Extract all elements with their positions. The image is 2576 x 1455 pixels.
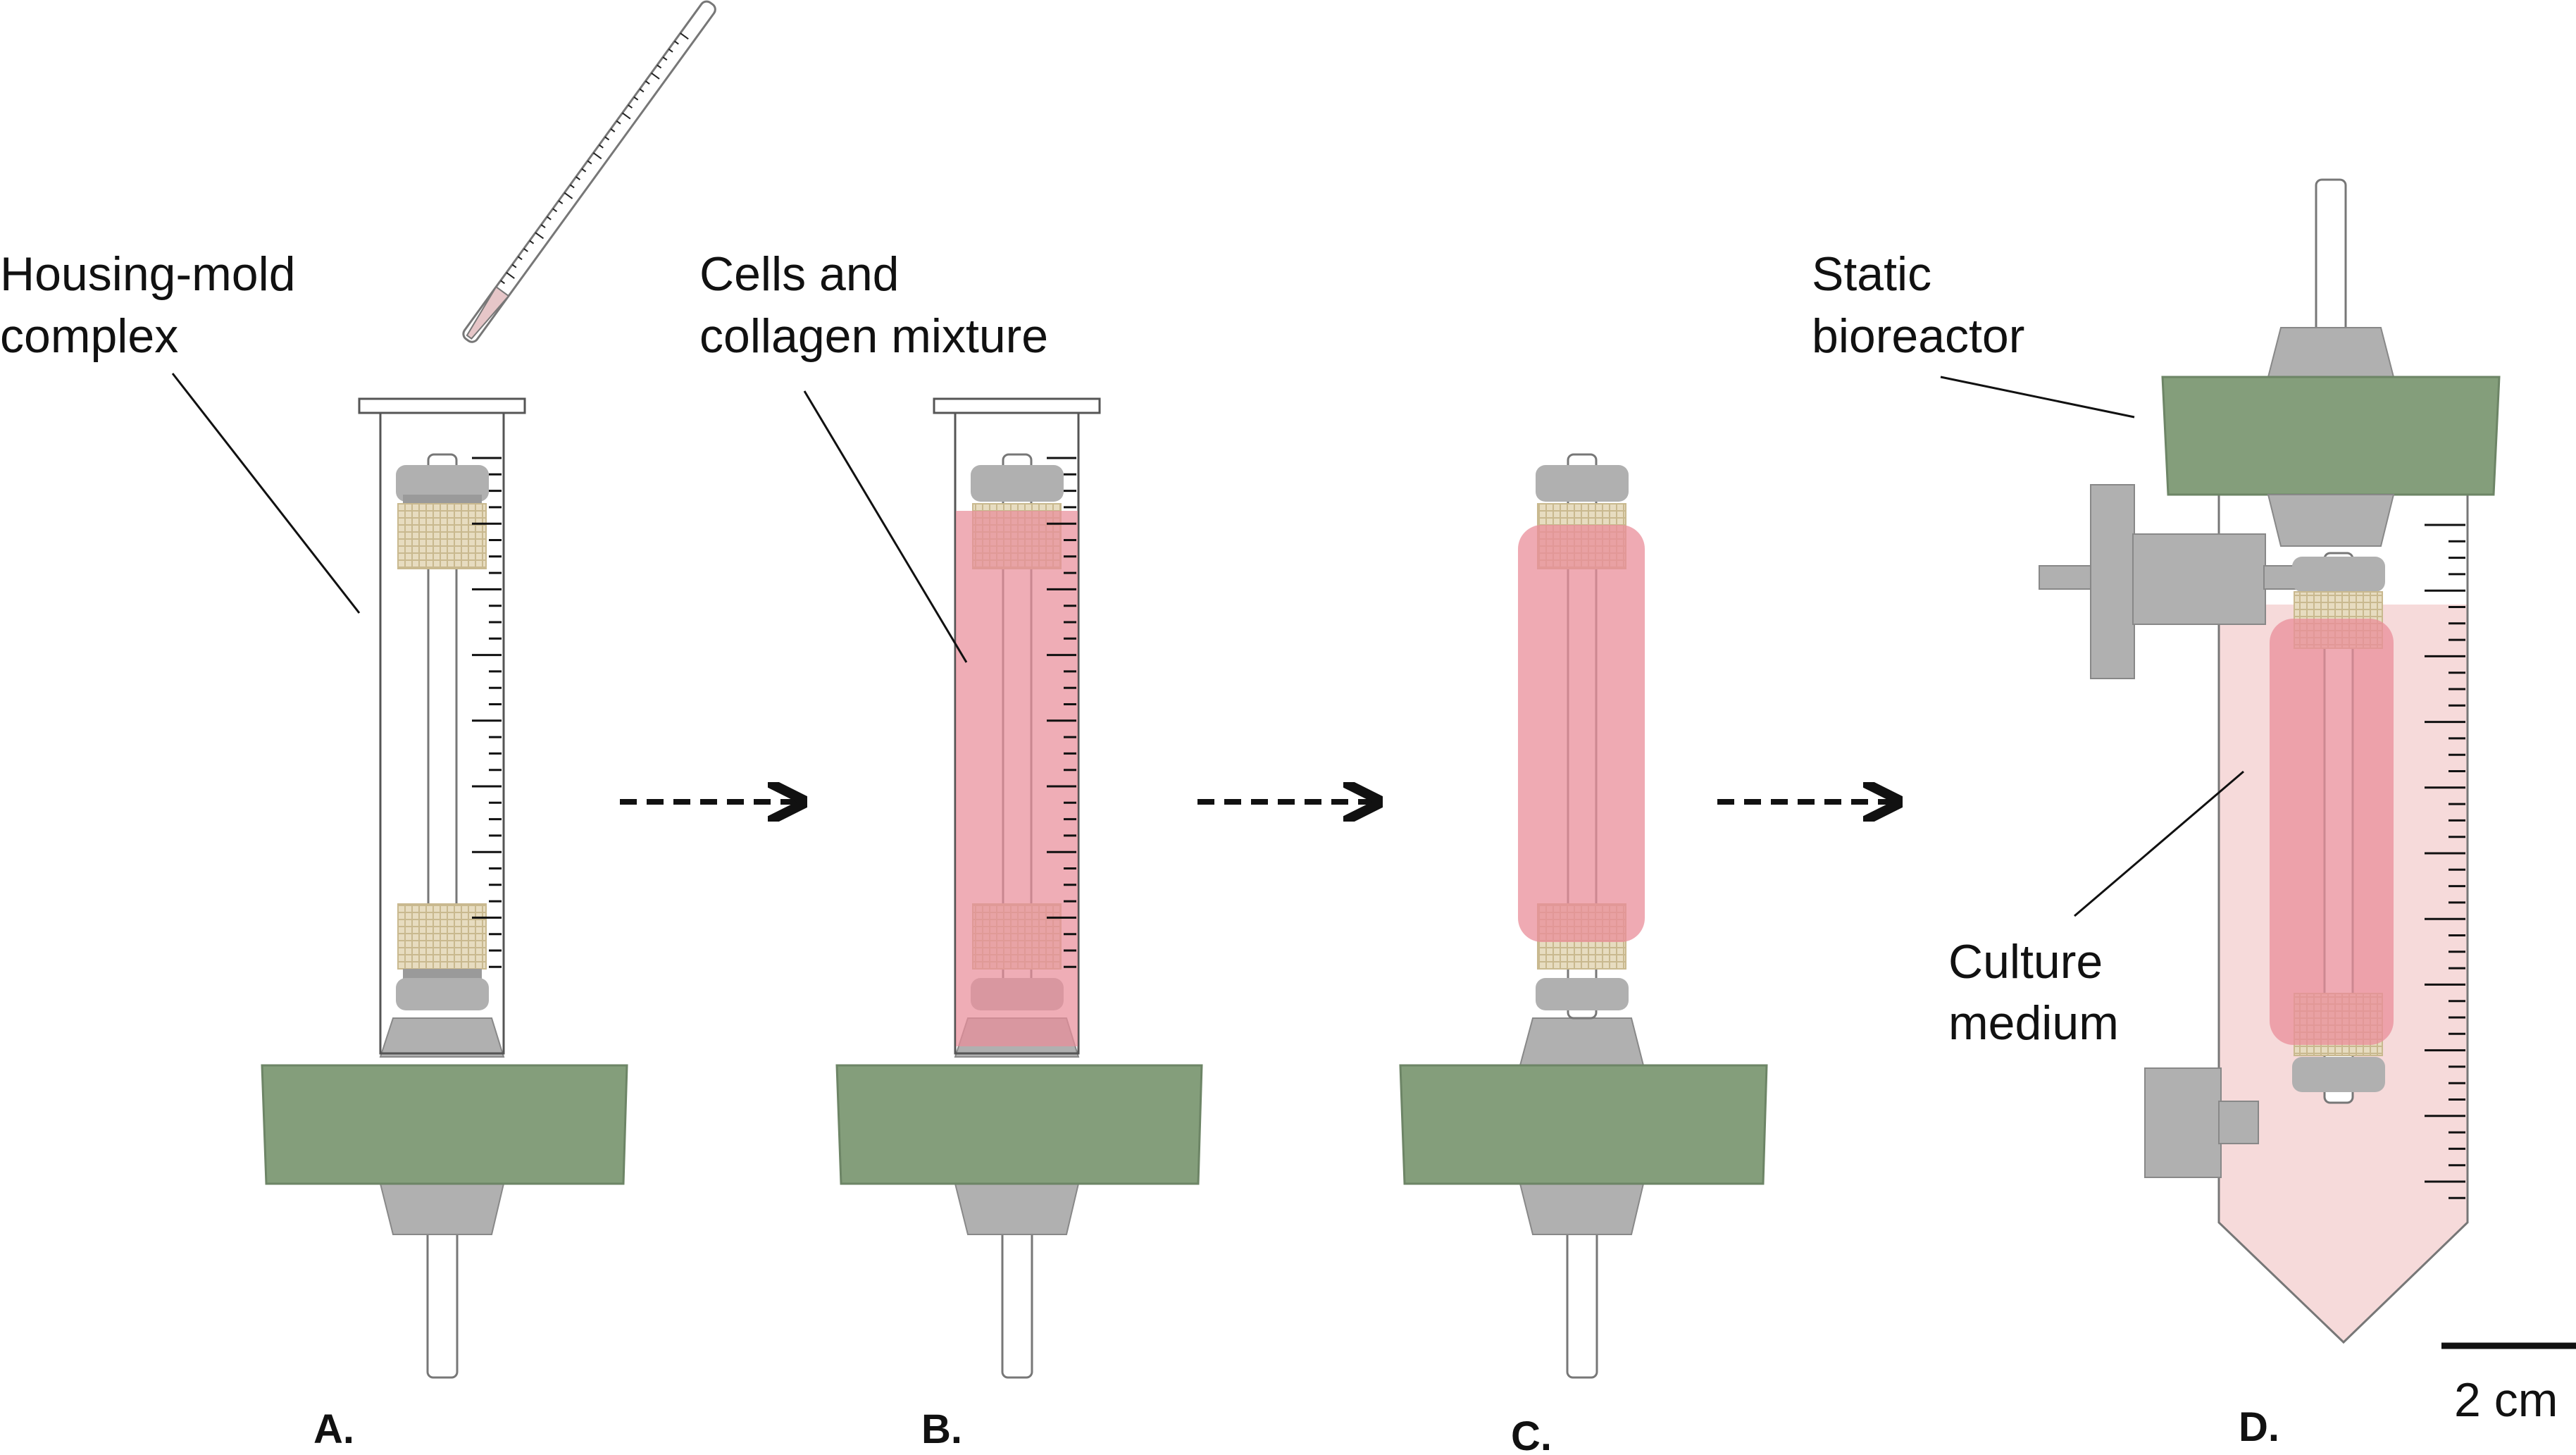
bottom-connector bbox=[1519, 1183, 1645, 1235]
mold-top-cap bbox=[971, 465, 1064, 502]
green-cap bbox=[835, 1064, 1203, 1185]
tube-scale-ticks bbox=[1047, 457, 1076, 968]
pipette-body bbox=[462, 0, 716, 343]
green-cap bbox=[2161, 376, 2501, 496]
label-static-bioreactor-line1: Static bbox=[1812, 247, 1931, 301]
pipette-tick bbox=[680, 32, 689, 40]
pipette-tick bbox=[639, 88, 645, 93]
panel-label-c: C. bbox=[1511, 1413, 1552, 1455]
label-housing-mold-line1: Housing-mold bbox=[0, 247, 296, 301]
green-cap bbox=[261, 1064, 628, 1185]
pipette-tick bbox=[500, 280, 505, 285]
tube-scale-ticks bbox=[472, 457, 502, 968]
bottom-clamp-nub bbox=[2218, 1101, 2259, 1144]
bottom-rod bbox=[426, 1228, 459, 1379]
panel-a-housing-mold bbox=[261, 397, 628, 1379]
pipette-graduations bbox=[500, 32, 689, 285]
pipette-tick bbox=[592, 152, 602, 160]
label-culture-medium-line2: medium bbox=[1948, 996, 2119, 1050]
mold-bottom-cap bbox=[2292, 1057, 2385, 1092]
bottom-mesh bbox=[397, 903, 487, 970]
tissue-construct bbox=[2270, 619, 2394, 1045]
pipette-tick bbox=[662, 56, 668, 61]
pipette bbox=[462, 0, 716, 343]
bottom-rod bbox=[1566, 1228, 1598, 1379]
label-culture-medium-line1: Culture bbox=[1948, 935, 2103, 989]
panel-label-b: B. bbox=[921, 1406, 962, 1452]
cells-collagen-fill bbox=[956, 511, 1078, 1046]
pipette-tick bbox=[645, 80, 650, 85]
label-cells-collagen-line1: Cells and bbox=[699, 247, 900, 301]
pipette-tick bbox=[604, 136, 610, 141]
pipette-tick bbox=[668, 48, 673, 53]
mold-top-cap bbox=[1536, 465, 1629, 502]
conical-tube bbox=[2217, 493, 2469, 1344]
pipette-tick bbox=[575, 176, 580, 180]
pipette-tick bbox=[511, 264, 517, 268]
pipette-tick bbox=[523, 248, 528, 252]
upper-connector bbox=[2267, 327, 2395, 378]
pipette-tick bbox=[587, 160, 592, 165]
scale-bar-label: 2 cm bbox=[2454, 1373, 2558, 1427]
top-connector bbox=[1519, 1017, 1645, 1066]
mold-bottom-cap bbox=[396, 978, 489, 1010]
green-cap bbox=[1399, 1064, 1768, 1185]
pipette-tick bbox=[564, 192, 573, 199]
pipette-tick bbox=[546, 216, 552, 221]
pipette-tick bbox=[506, 272, 515, 279]
pipette-tick bbox=[651, 72, 660, 80]
mold-top-cap bbox=[2292, 557, 2385, 592]
label-housing-mold-line2: complex bbox=[0, 309, 178, 363]
label-cells-collagen-line2: collagen mixture bbox=[699, 309, 1048, 363]
pipette-tick bbox=[657, 64, 662, 69]
lower-connector bbox=[2267, 494, 2395, 547]
panel-label-a: A. bbox=[313, 1406, 354, 1452]
pipette-tick bbox=[569, 184, 575, 189]
leader-housing-mold bbox=[171, 373, 361, 614]
mold-bottom-ring bbox=[403, 969, 482, 980]
bottom-rod bbox=[1001, 1228, 1033, 1379]
pipette-tick bbox=[558, 200, 564, 204]
mold-bottom-cap bbox=[1536, 978, 1629, 1010]
pipette-tick bbox=[599, 144, 604, 149]
top-rod bbox=[2315, 178, 2347, 343]
pipette-tick bbox=[535, 232, 545, 240]
leader-static-bioreactor bbox=[1940, 376, 2135, 419]
housing-top-lip bbox=[358, 397, 526, 414]
side-port-body bbox=[2090, 484, 2135, 679]
panel-d-static-bioreactor bbox=[2039, 178, 2501, 1344]
mold-top-cap bbox=[396, 465, 489, 502]
leader-culture-medium bbox=[2074, 770, 2244, 917]
label-static-bioreactor-line2: bioreactor bbox=[1812, 309, 2024, 363]
panel-label-d: D. bbox=[2239, 1404, 2279, 1450]
bottom-connector bbox=[379, 1183, 505, 1235]
pipette-tick bbox=[616, 120, 621, 125]
tube-scale-ticks bbox=[2425, 524, 2465, 1199]
pipette-tick bbox=[621, 112, 631, 120]
panel-c-construct bbox=[1399, 453, 1768, 1379]
housing-top-lip bbox=[933, 397, 1101, 414]
tissue-construct bbox=[1518, 525, 1645, 942]
pipette-tick bbox=[517, 256, 523, 261]
pipette-tick bbox=[581, 168, 587, 173]
pipette-tick bbox=[540, 224, 546, 228]
pipette-tick bbox=[529, 240, 535, 244]
pipette-tip bbox=[466, 285, 510, 340]
side-port-block bbox=[2132, 533, 2266, 625]
bottom-connector bbox=[954, 1183, 1080, 1235]
bottom-clamp bbox=[2144, 1067, 2222, 1178]
pipette-tick bbox=[628, 104, 633, 109]
pipette-tick bbox=[552, 208, 558, 213]
panel-b-filled-mold bbox=[835, 397, 1203, 1379]
pipette-tick bbox=[674, 40, 679, 45]
pipette-tick bbox=[610, 128, 616, 132]
top-mesh bbox=[397, 503, 487, 569]
top-connector bbox=[379, 1017, 505, 1058]
pipette-tick bbox=[633, 96, 639, 101]
leader-cells-collagen bbox=[803, 390, 968, 663]
